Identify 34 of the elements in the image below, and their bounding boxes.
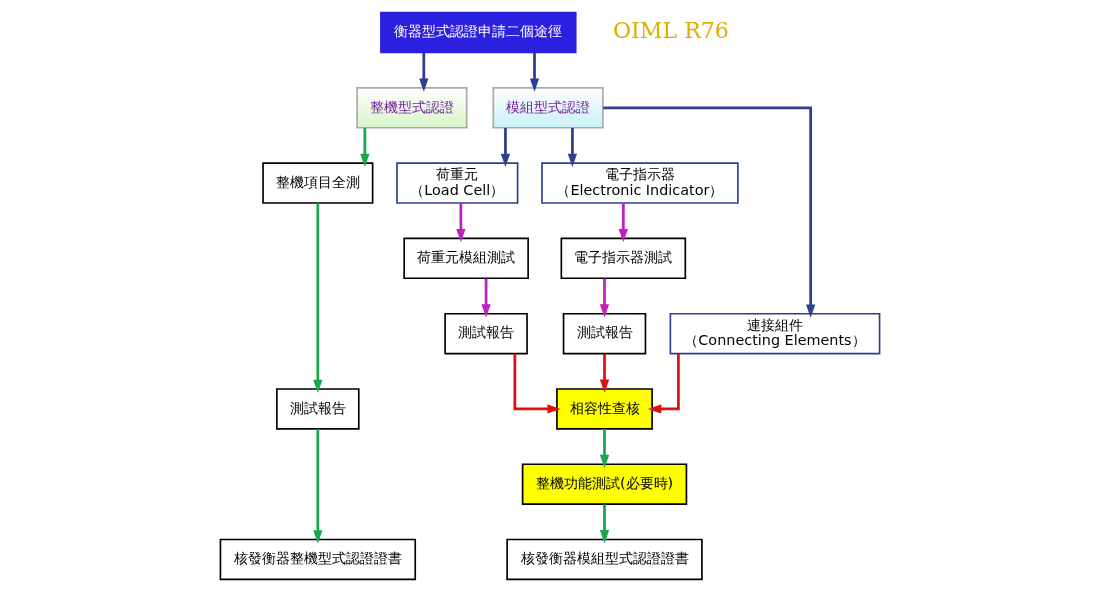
node-box: 荷重元模組測試: [402, 237, 529, 280]
arrow: [599, 278, 609, 318]
arrow: [599, 504, 609, 544]
arrow: [529, 52, 539, 92]
arrow: [602, 106, 815, 318]
node-box: 整機功能測試(必要時): [521, 463, 687, 505]
label: OIML R76: [612, 17, 729, 44]
arrow: [312, 428, 322, 544]
node-box: 連接組件 （Connecting Elements）: [669, 312, 880, 355]
node-box: 核發衡器整機型式認證證書: [219, 538, 416, 581]
node-box: 電子指示器 （Electronic Indicator）: [540, 162, 739, 204]
node-box: 衡器型式認證申請二個途徑: [379, 11, 577, 54]
node-box: 模組型式認證: [491, 87, 604, 129]
arrow: [567, 128, 577, 168]
arrow: [418, 52, 428, 92]
arrow: [512, 353, 561, 414]
node-box: 測試報告: [275, 388, 360, 430]
node-box: 整機項目全測: [261, 162, 373, 204]
arrow: [500, 128, 510, 168]
arrow: [312, 203, 322, 394]
arrow: [359, 128, 370, 168]
node-box: 測試報告: [562, 312, 646, 355]
arrow: [455, 203, 466, 243]
node-box: 荷重元 （Load Cell）: [395, 162, 518, 204]
node-box: 相容性查核: [555, 388, 653, 430]
arrow: [480, 278, 491, 318]
node-box: 整機型式認證: [355, 87, 468, 129]
node-box: 電子指示器測試: [560, 237, 686, 280]
arrow: [618, 203, 628, 243]
arrow: [599, 353, 609, 393]
node-box: 核發衡器模組型式認證證書: [505, 538, 703, 581]
arrow: [599, 429, 609, 469]
arrow: [647, 353, 680, 414]
node-box: 測試報告: [443, 312, 528, 355]
